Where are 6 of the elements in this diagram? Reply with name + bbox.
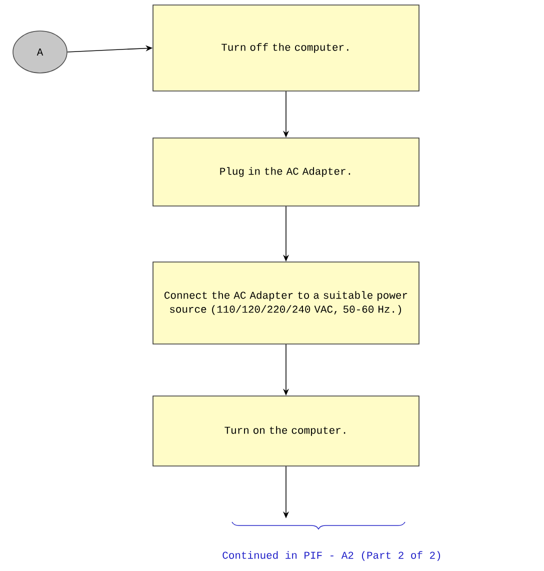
connector-oval: A [12, 30, 68, 74]
process-box: Plug in the AC Adapter. [152, 138, 420, 206]
process-box: Turn on the computer. [152, 396, 420, 466]
process-box: Connect the AC Adapter to a suitable power source (110/120/220/240 VAC, 50-60 Hz.) [152, 262, 420, 344]
process-box: Turn off the computer. [152, 4, 420, 92]
continuation-note: Continued in PIF - A2 (Part 2 of 2) [222, 551, 440, 561]
